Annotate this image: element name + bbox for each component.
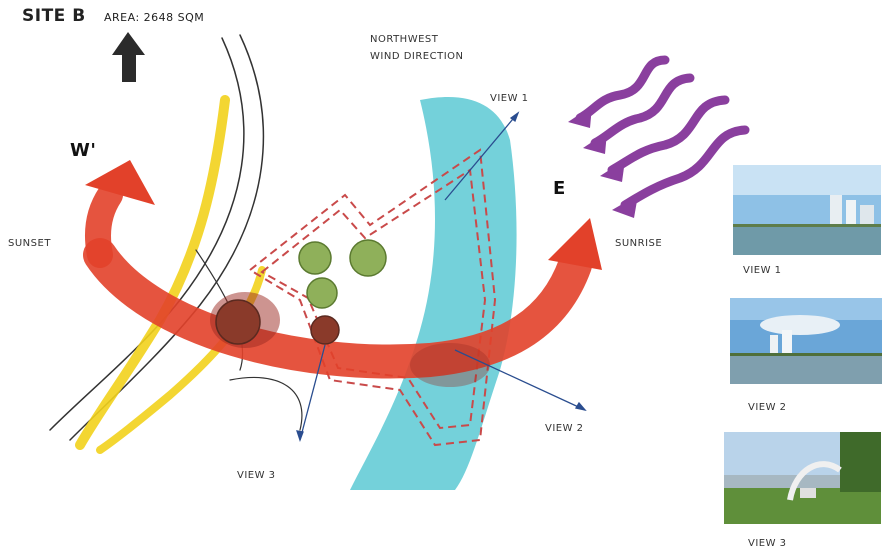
tree-icon	[311, 316, 339, 344]
view-1-arrow-label: VIEW 1	[490, 93, 529, 104]
trees	[216, 240, 386, 344]
site-area: AREA: 2648 SQM	[104, 11, 204, 24]
sunrise-label: SUNRISE	[615, 238, 662, 249]
photo-caption-view-2: VIEW 2	[748, 402, 787, 413]
photo-view-2	[730, 298, 882, 384]
east-label: E	[553, 178, 566, 199]
wind-arrow-icon	[580, 60, 745, 205]
view-3-arrow-label: VIEW 3	[237, 470, 276, 481]
tree-icon	[350, 240, 386, 276]
site-title: SITE B	[22, 6, 86, 26]
north-arrow-icon	[112, 32, 145, 82]
tree-icon	[216, 300, 260, 344]
west-label: W'	[70, 140, 96, 161]
wind-label-line2: WIND DIRECTION	[370, 51, 464, 62]
photo-caption-view-3: VIEW 3	[748, 538, 787, 549]
sun-path-arrow-icon	[85, 160, 602, 387]
water-body	[350, 97, 517, 490]
photo-view-3	[724, 432, 881, 524]
photo-caption-view-1: VIEW 1	[743, 265, 782, 276]
sunset-label: SUNSET	[8, 238, 51, 249]
tree-icon	[307, 278, 337, 308]
view-2-arrow-label: VIEW 2	[545, 423, 584, 434]
tree-icon	[299, 242, 331, 274]
wind-label-line1: NORTHWEST	[370, 34, 438, 45]
photo-view-1	[733, 165, 881, 255]
